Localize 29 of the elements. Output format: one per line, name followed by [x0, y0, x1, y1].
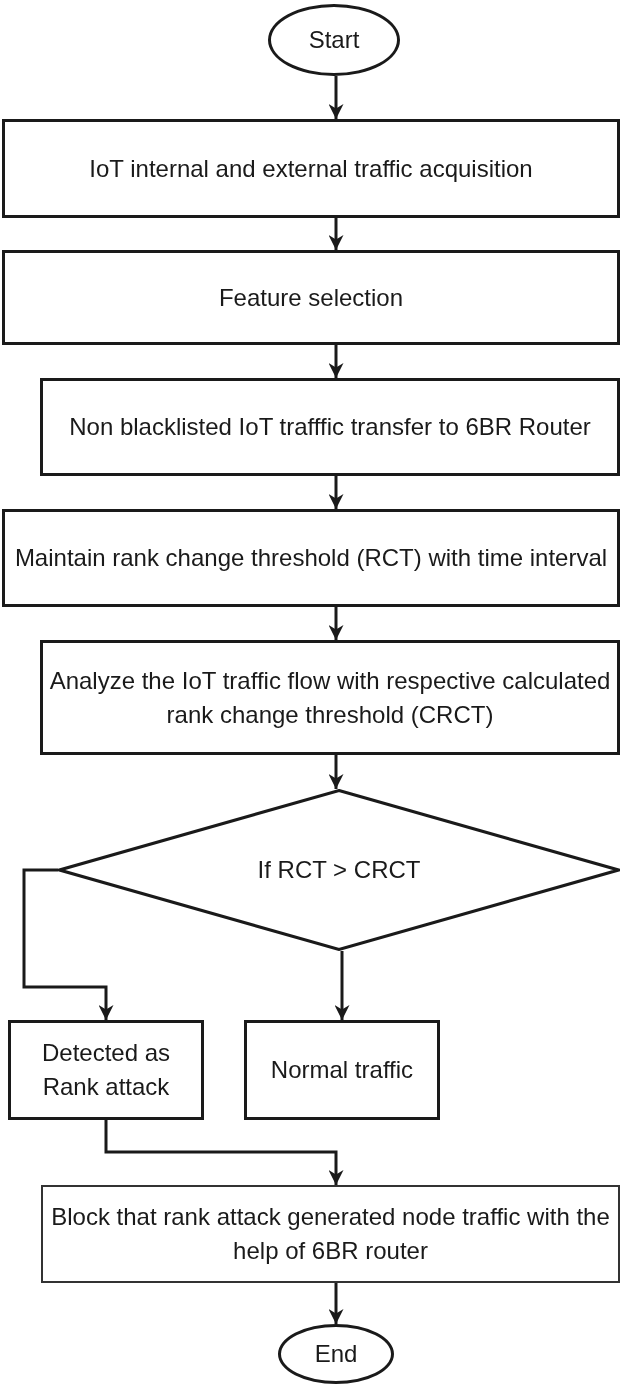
- node-text: Analyze the IoT traffic flow with respective calculated rank change threshold (CRCT): [48, 665, 612, 730]
- process-box: [8, 1020, 204, 1120]
- process-box: [41, 1185, 620, 1283]
- node-text: Detected as Rank attack: [40, 1038, 172, 1102]
- node-text: Feature selection: [218, 282, 404, 313]
- arrow: [334, 951, 350, 1020]
- arrow: [328, 1283, 344, 1324]
- process-box: [2, 250, 620, 345]
- arrow: [328, 476, 344, 509]
- process-box: [40, 378, 620, 476]
- arrow: [328, 755, 344, 789]
- arrow: [328, 76, 344, 119]
- process-box: [244, 1020, 440, 1120]
- node-text: Normal traffic: [270, 1055, 414, 1085]
- arrow: [104, 1120, 344, 1185]
- arrow: [328, 218, 344, 250]
- node-text: Maintain rank change threshold (RCT) with time interval: [14, 543, 608, 573]
- node-text: End: [314, 1339, 358, 1369]
- process-box: [2, 509, 620, 607]
- node-text: If RCT > CRCT: [257, 855, 421, 885]
- arrow: [22, 868, 114, 1020]
- node-text: IoT internal and external traffic acquisition: [89, 153, 533, 184]
- process-box: [40, 640, 620, 755]
- arrow: [328, 345, 344, 378]
- node-text: Block that rank attack generated node traffic with the help of 6BR router: [50, 1202, 611, 1266]
- process-box: [2, 119, 620, 218]
- arrow: [328, 607, 344, 640]
- node-text: Start: [308, 25, 360, 55]
- node-text: Non blacklisted IoT trafffic transfer to 6BR Router: [69, 412, 591, 442]
